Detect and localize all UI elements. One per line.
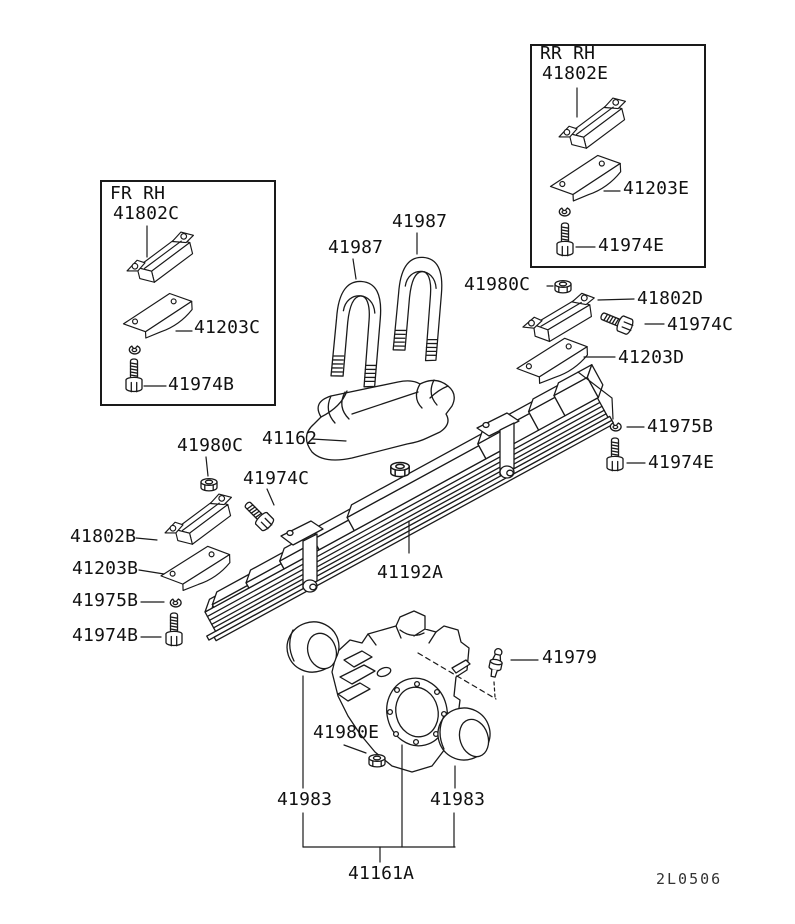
part-label-41974E-box: 41974E	[598, 235, 665, 256]
spring-clamp-right-drawing	[476, 412, 520, 479]
part-label-41203B: 41203B	[72, 558, 139, 579]
u-bolt-left-drawing	[329, 278, 387, 389]
spring-clamp-left-drawing	[280, 520, 324, 593]
leader-lines	[135, 87, 665, 863]
part-label-41974C-left: 41974C	[243, 468, 310, 489]
axle-housing-drawing	[331, 610, 471, 773]
part-label-41983-left: 41983	[277, 789, 333, 810]
part-label-41987-right: 41987	[392, 211, 448, 232]
part-label-41162: 41162	[262, 428, 318, 449]
part-label-41974B-left: 41974B	[72, 625, 139, 646]
bushing-right-drawing	[437, 707, 491, 761]
air-breather-drawing	[486, 646, 506, 679]
rr-rh-group-box	[530, 44, 706, 268]
part-label-41975B-right: 41975B	[647, 416, 714, 437]
part-label-41974C-right: 41974C	[667, 314, 734, 335]
bump-stopper-drawing	[305, 379, 455, 461]
rr-box-title: RR RH	[540, 43, 596, 64]
spring-center-nut-drawing	[390, 461, 410, 478]
u-bolt-right-drawing	[391, 254, 448, 363]
drawing-code: 2L0506	[656, 870, 723, 888]
part-label-41802B: 41802B	[70, 526, 137, 547]
part-label-41161A: 41161A	[348, 863, 415, 884]
part-label-41802C: 41802C	[113, 203, 180, 224]
part-label-41983-right: 41983	[430, 789, 486, 810]
fr-box-title: FR RH	[110, 183, 166, 204]
part-label-41802E: 41802E	[542, 63, 609, 84]
part-label-41203D: 41203D	[618, 347, 685, 368]
part-label-41192A: 41192A	[377, 562, 444, 583]
part-label-41203E: 41203E	[623, 178, 690, 199]
part-label-41974E-right: 41974E	[648, 452, 715, 473]
housing-nut-drawing	[368, 753, 386, 768]
part-label-41980C-upper: 41980C	[464, 274, 531, 295]
part-label-41974B-box: 41974B	[168, 374, 235, 395]
part-label-41987-left: 41987	[328, 237, 384, 258]
part-label-41203C: 41203C	[194, 317, 261, 338]
part-label-41980E: 41980E	[313, 722, 380, 743]
part-label-41802D: 41802D	[637, 288, 704, 309]
part-label-41980C-left: 41980C	[177, 435, 244, 456]
part-label-41975B-left: 41975B	[72, 590, 139, 611]
bushing-left-drawing	[286, 621, 340, 673]
fr-rh-group-box	[100, 180, 276, 406]
part-label-41979: 41979	[542, 647, 598, 668]
